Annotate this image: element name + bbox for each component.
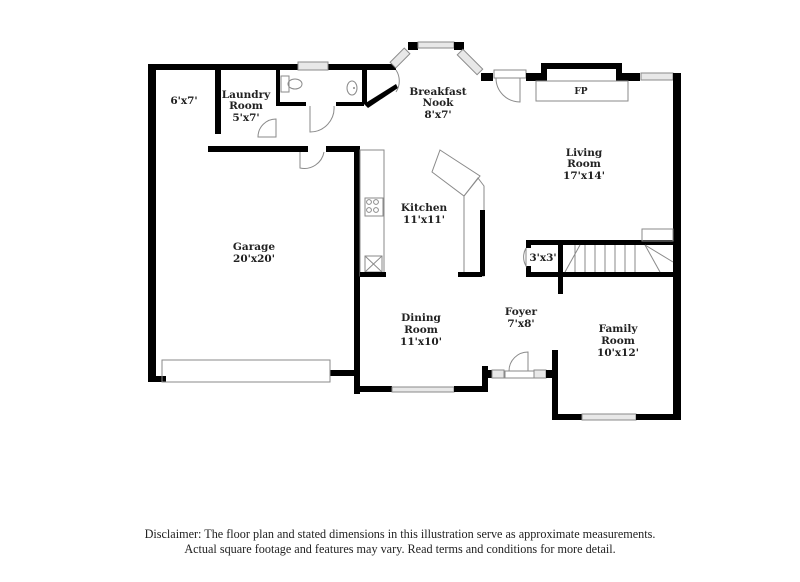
sink-icon — [346, 80, 358, 96]
laundry-window — [297, 61, 329, 71]
garage-door — [161, 359, 331, 383]
front-door — [504, 351, 535, 379]
stairs — [564, 228, 674, 273]
kitchen-name: Kitchen — [401, 202, 448, 214]
breakfast-name-2: Nook — [423, 97, 455, 109]
storage-dims: 6'x7' — [170, 95, 197, 107]
breakfast-name-1: Breakfast — [409, 86, 466, 98]
breakfast-dims: 8'x7' — [424, 109, 451, 121]
living-top-wall — [526, 63, 681, 419]
front-walls — [360, 277, 681, 421]
kitchen-counter — [359, 149, 385, 277]
living-name-1: Living — [566, 147, 603, 159]
family-dims: 10'x12' — [597, 347, 639, 359]
breakfast-bay — [370, 41, 493, 81]
closet-door — [523, 247, 527, 268]
disclaimer-line-2: Actual square footage and features may v… — [184, 542, 616, 556]
living-name-2: Room — [567, 158, 601, 170]
toilet-icon — [280, 75, 303, 93]
fireplace — [535, 80, 629, 102]
garage-walls — [148, 64, 370, 394]
bath-door — [309, 105, 335, 133]
fireplace-label: FP — [574, 87, 587, 97]
kitchen-dims: 11'x11' — [403, 214, 445, 226]
foyer-dims: 7'x8' — [507, 318, 534, 330]
disclaimer: Disclaimer: The floor plan and stated di… — [0, 527, 800, 557]
garage-entry-door — [299, 151, 325, 169]
laundry-name-1: Laundry — [222, 89, 271, 101]
closet-dims: 3'x3' — [529, 252, 556, 264]
laundry-name-2: Room — [229, 100, 263, 112]
garage-dims: 20'x20' — [233, 253, 275, 265]
disclaimer-line-1: Disclaimer: The floor plan and stated di… — [144, 527, 656, 541]
living-dims: 17'x14' — [563, 170, 605, 182]
dining-name-1: Dining — [401, 312, 441, 324]
dining-name-2: Room — [404, 324, 438, 336]
garage-name: Garage — [233, 241, 275, 253]
dining-dims: 11'x10' — [400, 336, 442, 348]
foyer-name: Foyer — [505, 306, 538, 318]
laundry-door — [257, 118, 277, 138]
laundry-dims: 5'x7' — [232, 112, 259, 124]
family-name-2: Room — [601, 335, 635, 347]
rear-door — [493, 69, 527, 103]
closet-walls — [526, 240, 676, 294]
family-name-1: Family — [599, 323, 639, 335]
